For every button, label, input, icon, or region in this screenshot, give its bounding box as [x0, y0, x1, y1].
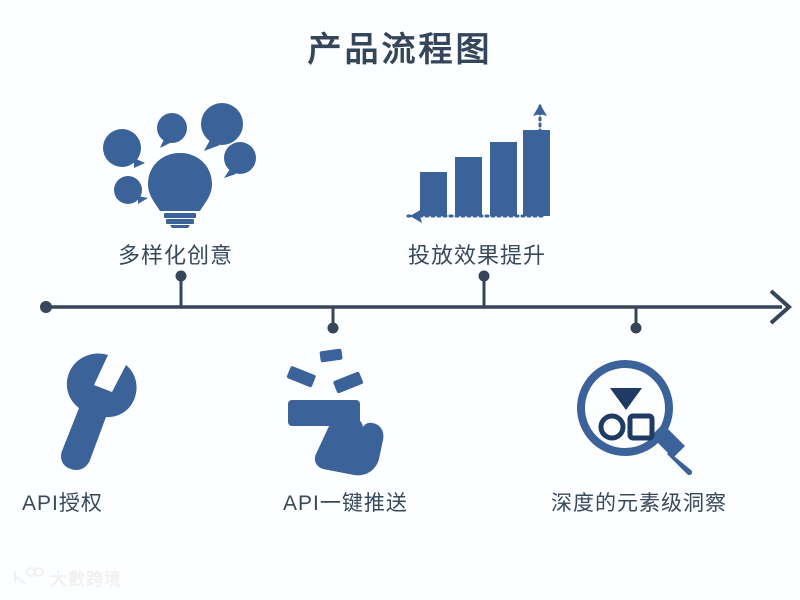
camera-logo-icon	[12, 565, 44, 590]
watermark-text: 大數跨境	[50, 570, 122, 589]
watermark: 大數跨境	[12, 565, 122, 590]
label-below-1: API授权	[22, 492, 103, 515]
bar-chart-growth-icon	[390, 88, 555, 228]
hand-click-button-icon	[282, 348, 412, 478]
wrench-icon	[42, 352, 152, 472]
page-title: 产品流程图	[307, 31, 493, 69]
label-above-1: 多样化创意	[118, 243, 234, 268]
magnifier-shapes-icon	[573, 358, 698, 478]
label-below-2: API一键推送	[283, 492, 408, 515]
timeline	[0, 270, 800, 350]
label-below-3: 深度的元素级洞察	[551, 492, 727, 515]
lightbulb-ideas-icon	[100, 98, 260, 228]
label-above-2: 投放效果提升	[408, 243, 547, 268]
